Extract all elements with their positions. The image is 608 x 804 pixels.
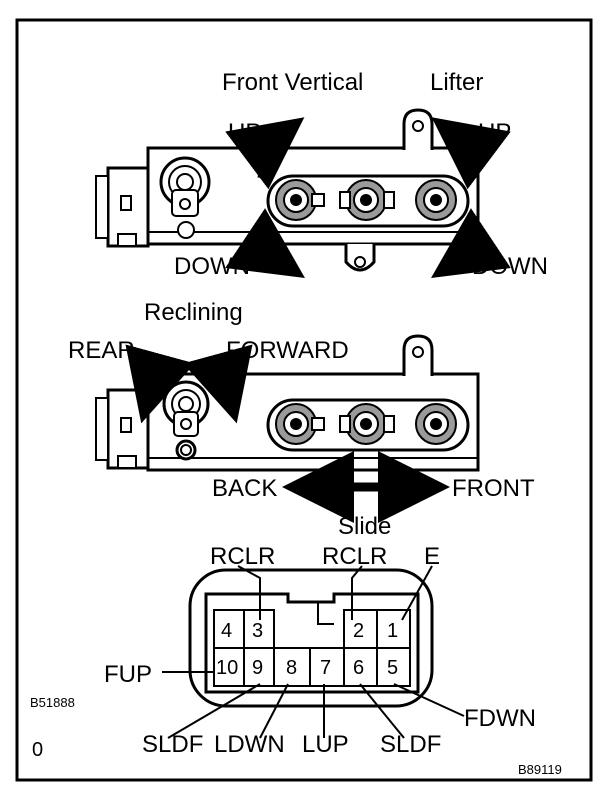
label-lifter-down: DOWN [472,253,548,280]
front-vertical-lifter-switch: Front Vertical Lifter UP DOWN UP DOWN [95,69,548,280]
recline-rear-arrow [125,344,195,424]
label-lifter-up: UP [478,119,511,146]
lifter-up-arrow [431,117,511,190]
label-slide-front: FRONT [452,475,535,502]
label-slide-back: BACK [212,475,277,502]
switch-connector: 4 3 2 1 10 9 8 7 6 5 RCLR RCLR E FUP FDW… [104,543,536,758]
callout-sldf-right: SLDF [380,731,441,758]
middle-switch-button-2 [345,403,387,445]
pin-2: 2 [353,620,364,642]
callout-rclr-right: RCLR [322,543,387,570]
front-vertical-down-arrow [225,208,305,278]
pin-1: 1 [387,620,398,642]
middle-switch-button-1 [275,403,317,445]
pin-4: 4 [221,620,232,642]
pin-7: 7 [320,657,331,679]
callout-lup: LUP [302,731,349,758]
top-switch-button-2 [345,179,387,221]
label-front-down: DOWN [174,253,250,280]
label-recline-forward: FORWARD [226,337,349,364]
callout-e: E [424,543,440,570]
callout-fup: FUP [104,661,152,688]
pin-3: 3 [252,620,263,642]
top-switch-button-1 [275,179,317,221]
recline-forward-arrow [183,344,253,424]
reclining-slide-switch: Reclining REAR FORWARD BACK FRONT Slide [68,299,535,540]
pin-10: 10 [216,657,238,679]
callout-leaders [162,565,465,739]
front-vertical-up-arrow [225,117,305,190]
pin-5: 5 [387,657,398,679]
callout-ldwn: LDWN [214,731,285,758]
figure-code-right: B89119 [518,762,562,777]
label-recline-rear: REAR [68,337,135,364]
figure-code-left: B51888 [30,695,75,710]
label-front-vertical: Front Vertical [222,69,363,96]
corner-mark: 0 [32,739,43,761]
top-switch-button-3 [415,179,457,221]
middle-switch-button-3 [415,403,457,445]
callout-sldf-left: SLDF [142,731,203,758]
label-lifter: Lifter [430,69,483,96]
label-slide: Slide [338,513,391,540]
lifter-down-arrow [431,208,511,278]
label-front-up: UP [228,119,261,146]
pin-8: 8 [286,657,297,679]
pin-6: 6 [353,657,364,679]
callout-rclr-left: RCLR [210,543,275,570]
pin-9: 9 [252,657,263,679]
callout-fdwn: FDWN [464,705,536,732]
figure-frame [15,18,593,782]
label-reclining: Reclining [144,299,243,326]
